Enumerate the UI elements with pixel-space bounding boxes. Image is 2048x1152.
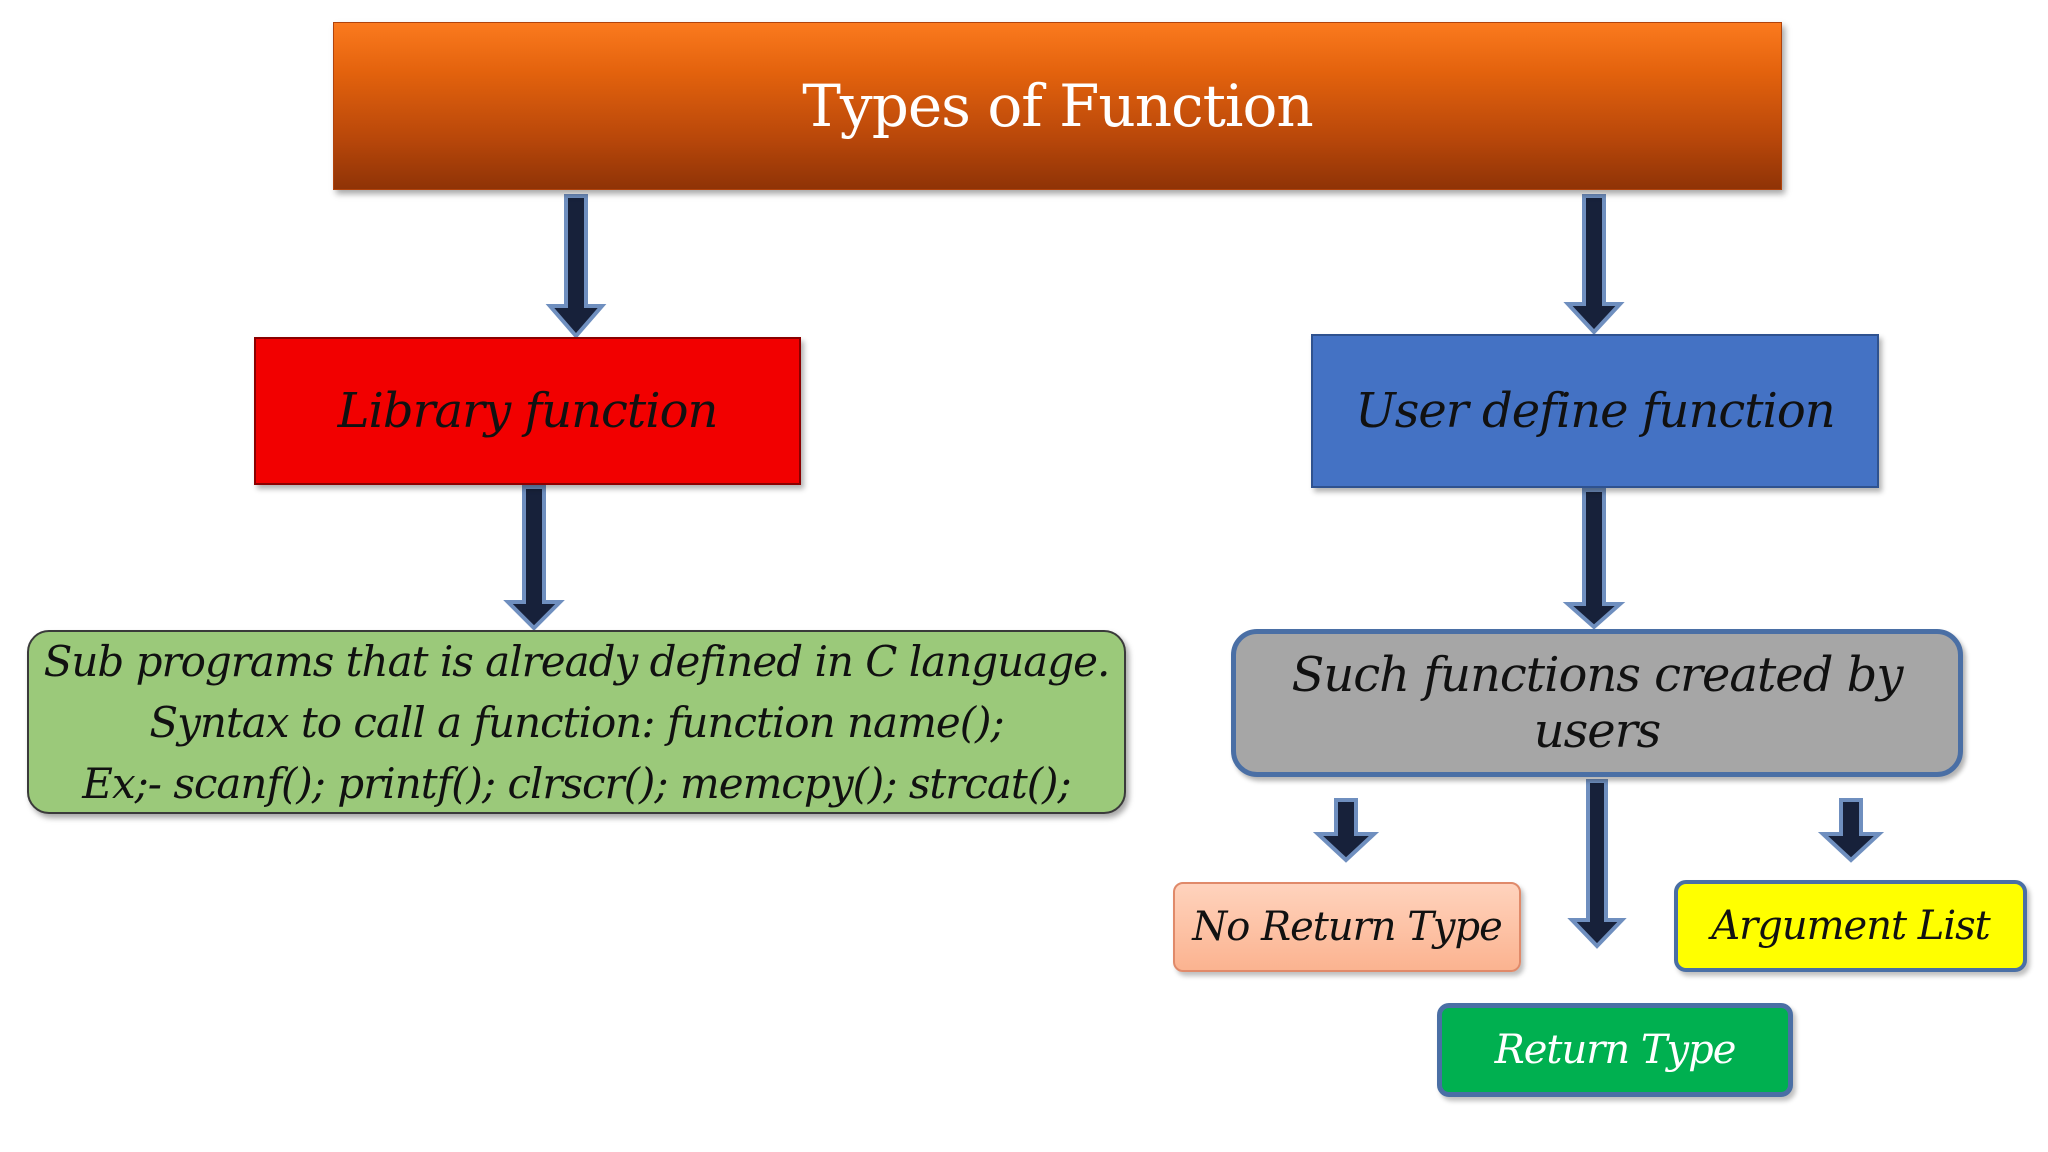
user-define-function-label: User define function: [1355, 383, 1835, 439]
title-text: Types of Function: [802, 72, 1313, 140]
argument-list-label: Argument List: [1711, 903, 1990, 949]
arrow-such-to-argument-list: [1817, 798, 1885, 863]
user-define-function-box: User define function: [1311, 334, 1879, 488]
arrow-such-to-return-type: [1567, 779, 1627, 949]
arrow-user-to-such: [1562, 488, 1626, 630]
return-type-box: Return Type: [1437, 1003, 1793, 1097]
library-function-label: Library function: [337, 383, 719, 439]
no-return-type-label: No Return Type: [1192, 904, 1503, 950]
library-function-box: Library function: [254, 337, 801, 485]
library-description-line: Ex;- scanf(); printf(); clrscr(); memcpy…: [82, 758, 1071, 808]
arrow-title-to-user: [1563, 194, 1625, 335]
user-description-box: Such functions created by users: [1231, 629, 1963, 777]
return-type-label: Return Type: [1494, 1027, 1737, 1073]
title-box: Types of Function: [333, 22, 1782, 190]
library-description-line: Sub programs that is already defined in …: [43, 636, 1111, 686]
arrow-such-to-no-return: [1312, 798, 1380, 863]
arrow-title-to-library: [545, 194, 607, 340]
library-description-box: Sub programs that is already defined in …: [27, 630, 1126, 814]
library-description-line: Syntax to call a function: function name…: [149, 697, 1004, 747]
argument-list-box: Argument List: [1674, 880, 2027, 972]
user-description-text: Such functions created by users: [1291, 647, 1903, 759]
no-return-type-box: No Return Type: [1173, 882, 1521, 972]
arrow-library-to-description: [503, 485, 565, 631]
